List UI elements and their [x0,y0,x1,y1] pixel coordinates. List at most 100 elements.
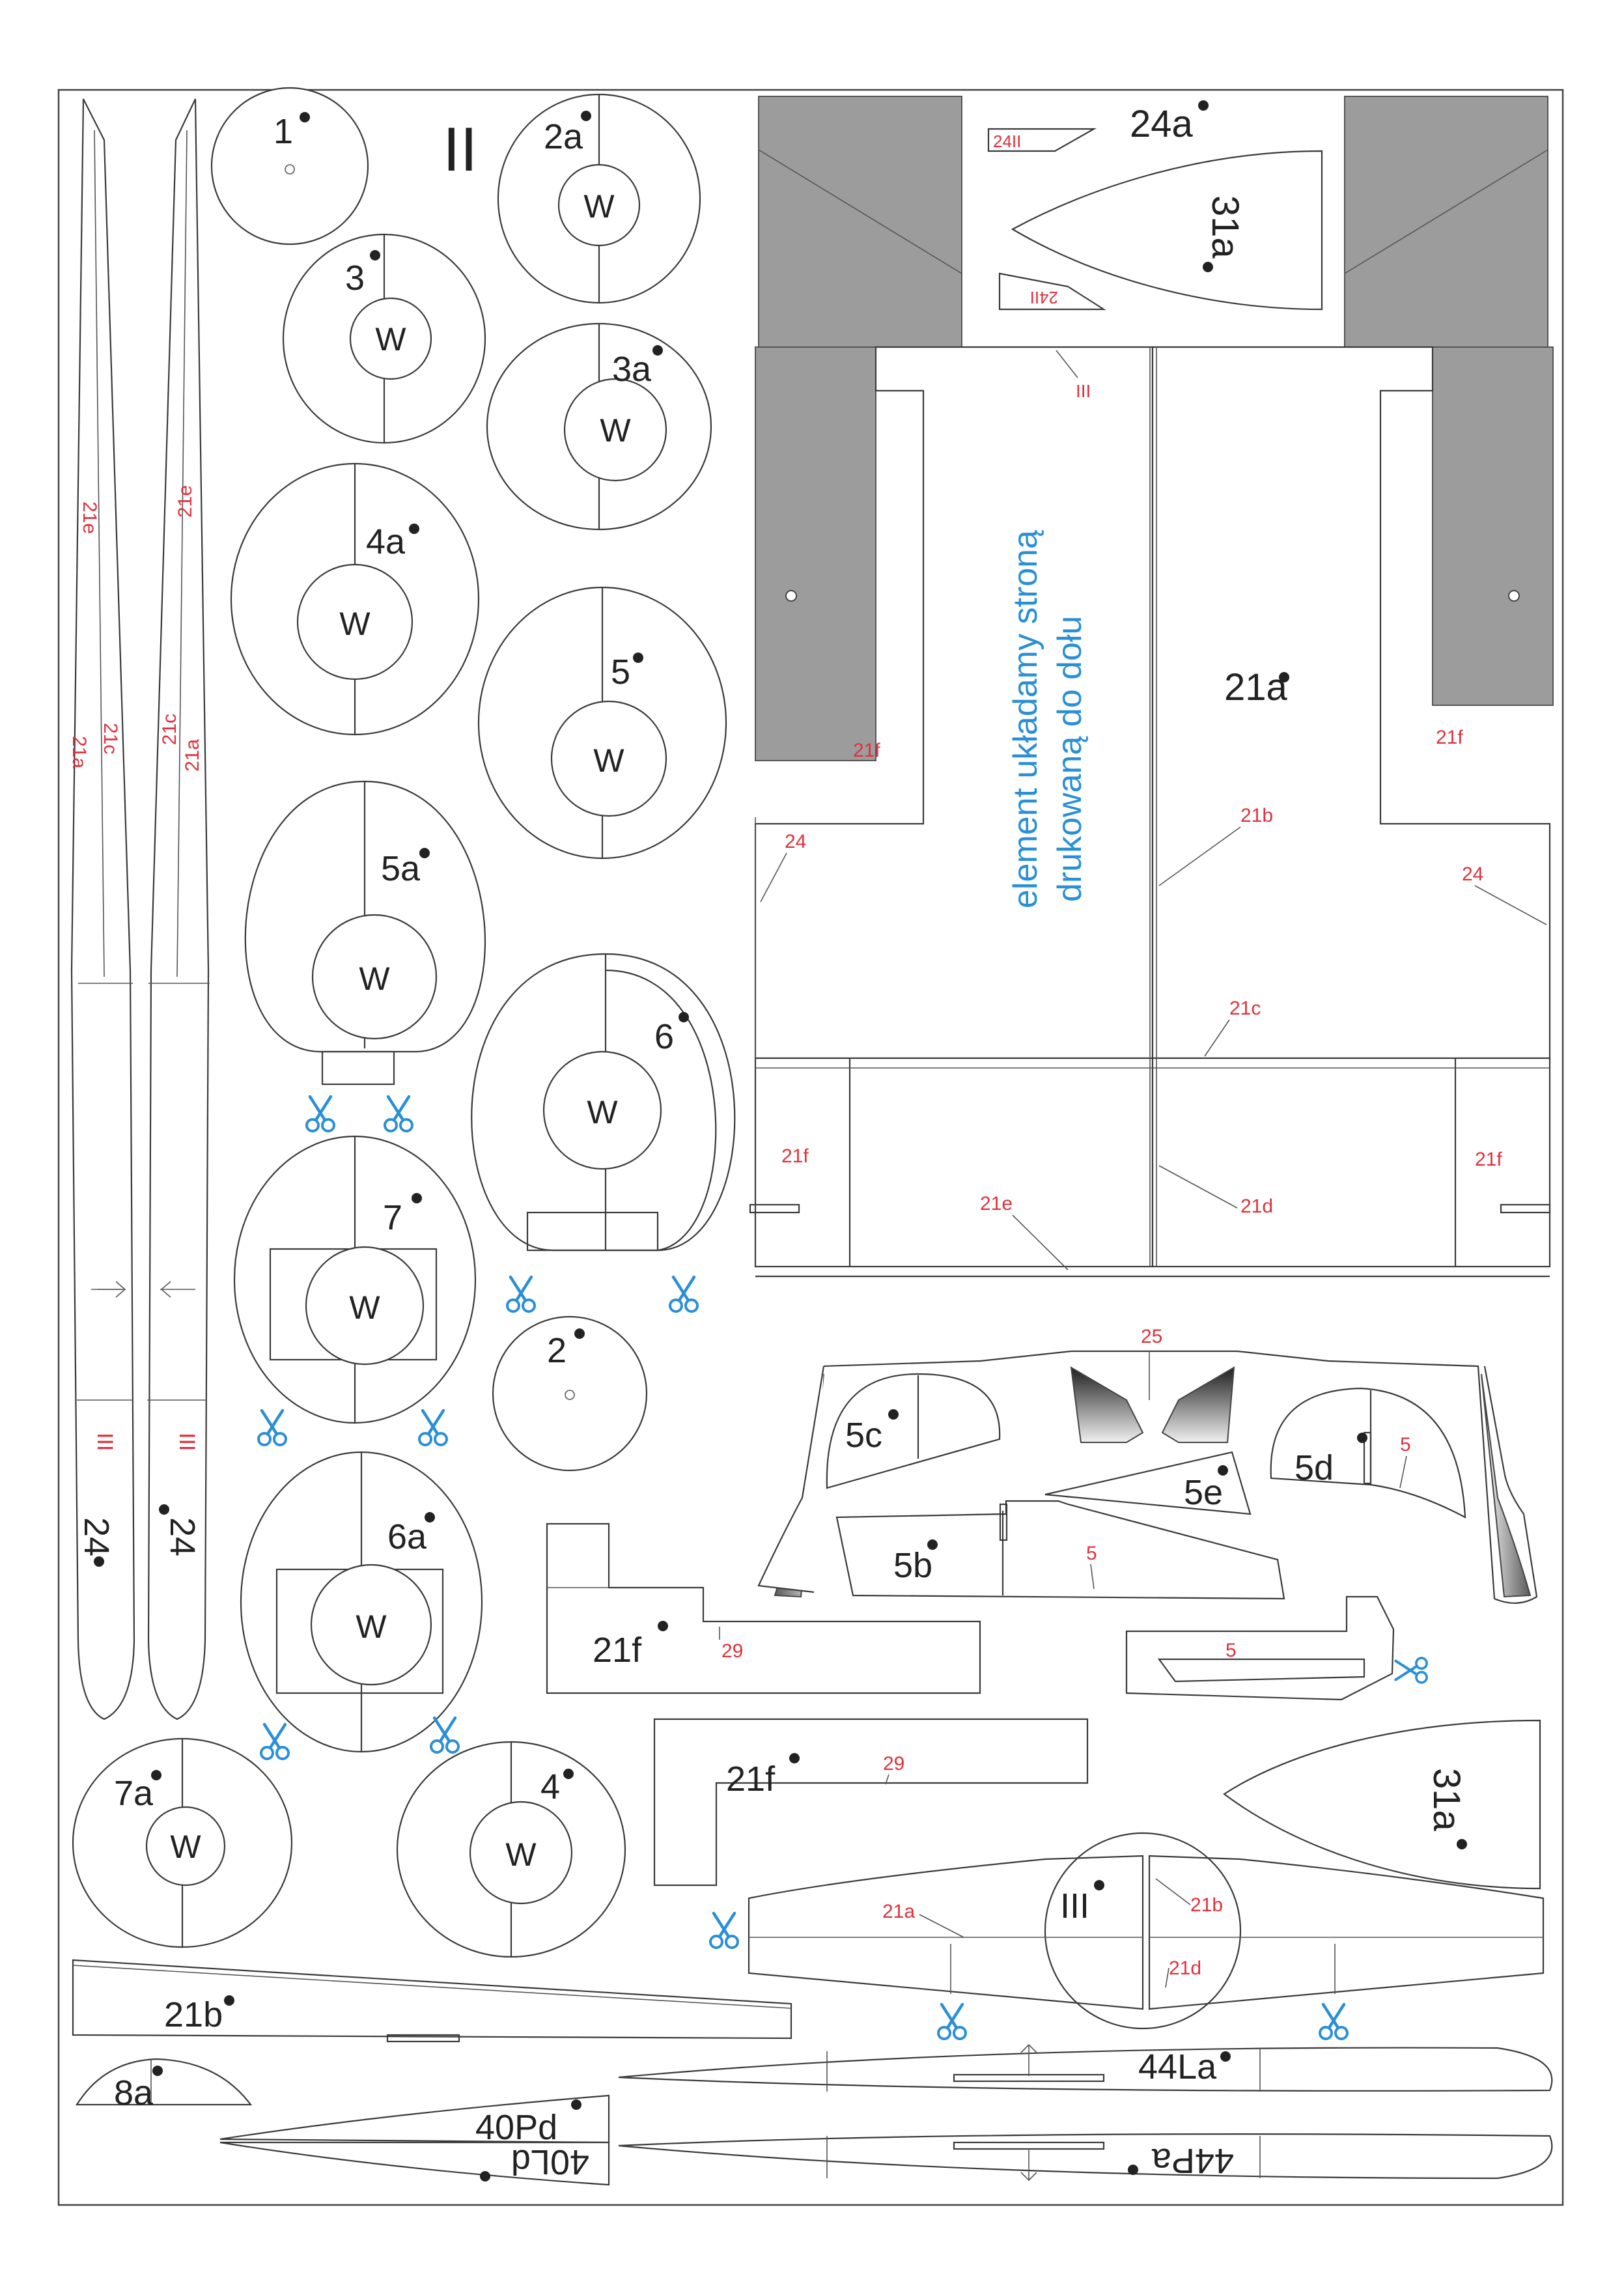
part-21f-a: 21f 29 [546,1522,981,1694]
disc-4-label: 4 [540,1767,560,1806]
strip-left-mark-21a: 21a [68,736,90,768]
part-31a-top: 31a [1011,150,1323,311]
part-40Pd: 40Pd [219,2094,610,2147]
scissors-icon [431,1718,458,1752]
disc-5-label: 5 [611,652,630,692]
disc-4a-label: 4a [366,522,406,561]
disc-3-label: 3 [345,259,365,298]
part-5b: 5b 5 [835,1500,1285,1600]
wing-mark-24-2: 24 [1462,863,1483,885]
disc-7-label: 7 [383,1198,402,1237]
wing-title-line-2: drukowaną do dołu [1051,616,1089,902]
disc-3: W 3 [282,233,486,444]
scissors-icon [385,1097,412,1131]
tail-mark-21a: 21a [882,1901,915,1922]
disc-7a-label: 7a [114,1774,154,1813]
wing-mark-21f-4: 21f [1475,1149,1502,1170]
strip-right-mark-21c: 21c [159,714,180,745]
part-5-piece: 5 [1125,1595,1427,1701]
disc-2: 2 [492,1315,648,1472]
wing-roman-III: III [1076,381,1091,401]
wing-mark-21c: 21c [1229,998,1261,1019]
disc-5a-label: 5a [381,849,421,888]
scissors-icon [1395,1658,1427,1683]
part-tailplane: III 21a 21b 21d [748,1832,1545,2030]
disc-6a-hole: W [356,1608,387,1645]
part-25-label: 25 [1141,1326,1162,1347]
disc-4a-hole: W [339,606,371,642]
tail-mark-21b: 21b [1190,1894,1223,1916]
part-44La: 44La [618,2043,1553,2092]
disc-6a: W 6a [240,1451,483,1753]
part-24II-bottom-label: 24II [1030,288,1058,307]
part-21f-a-label: 21f [593,1631,642,1670]
part-40Ld-label: 40Ld [511,2142,589,2182]
part-5b-label: 5b [893,1546,932,1585]
part-24II-top-label: 24II [993,132,1021,151]
part-31a-top-label: 31a [1204,195,1246,259]
disc-7: W 7 [233,1135,477,1424]
scissors-icon [261,1724,288,1759]
disc-2a-label: 2a [544,117,583,156]
disc-3-hole: W [375,321,406,358]
disc-2-label: 2 [547,1331,567,1370]
part-5c: 5c [826,1373,1001,1489]
sheet-number: II [443,115,477,184]
disc-7a-hole: W [170,1829,201,1865]
part-5b-mark: 5 [1086,1543,1097,1564]
part-24II-bottom: 24II [998,272,1106,311]
part-5d-mark: 5 [1400,1434,1411,1455]
scissors-icon [419,1410,447,1445]
disc-1: 1 [210,87,369,246]
wing-mark-24-1: 24 [785,831,806,852]
strip-left-mark-21e: 21e [79,501,100,534]
part-40Ld: 40Ld [219,2141,610,2186]
part-5-piece-mark: 5 [1225,1640,1237,1661]
part-21f-b-mark: 29 [883,1753,904,1775]
strip-left-label: 24 [77,1517,116,1556]
part-44Pa-label: 44Pa [1151,2141,1234,2180]
strip-right-mark-21a: 21a [182,739,203,772]
disc-2a: W 2a [497,93,701,304]
disc-2a-hole: W [583,188,615,225]
disc-3a: W 3a [486,322,712,531]
wing-mark-21b: 21b [1240,805,1273,826]
part-21f-a-mark: 29 [721,1640,743,1662]
scissors-icon [507,1277,535,1312]
scissors-icon [259,1410,286,1445]
part-40Pd-label: 40Pd [475,2108,557,2147]
disc-4-hole: W [505,1836,537,1873]
part-21b-label: 21b [164,1995,223,2034]
disc-4: W 4 [396,1741,626,1958]
disc-5-hole: W [593,742,624,779]
scissors-icon [938,2004,966,2039]
part-44La-label: 44La [1138,2047,1217,2086]
strip-24-left: 21e 21a 21c III 24 [68,98,135,1720]
tail-roman-III: III [1060,1887,1089,1926]
strip-arrows [98,1281,171,1298]
disc-1-label: 1 [273,112,293,151]
scissors-icon [307,1097,334,1131]
part-21f-b: 21f 29 [653,1718,1089,1887]
wing-mark-21d: 21d [1240,1196,1273,1217]
part-31a-bottom-label: 31a [1425,1768,1468,1832]
part-24a-label: 24a [1130,103,1194,145]
disc-7-hole: W [349,1289,380,1326]
part-24II-top: 24II [987,128,1097,152]
disc-6: W 6 [471,953,736,1252]
strip-24-right: 21e 21c 21a III 24 [147,98,210,1720]
part-5e: 5e [1044,1451,1252,1515]
part-8a: 8a [76,2058,253,2112]
strip-left-mark-21c: 21c [100,723,121,754]
part-21f-b-label: 21f [726,1760,776,1799]
disc-6-hole: W [587,1094,618,1130]
wing-mark-21f-2: 21f [1436,727,1463,748]
disc-5a: W 5a [244,780,486,1086]
strip-left-roman: III [92,1433,117,1451]
disc-6a-label: 6a [387,1517,427,1556]
part-31a-bottom: 31a [1223,1719,1541,1890]
wing-mark-21e: 21e [980,1193,1013,1214]
wing-mark-21f-1: 21f [853,740,880,761]
part-5d: 5d 5 [1270,1387,1466,1519]
